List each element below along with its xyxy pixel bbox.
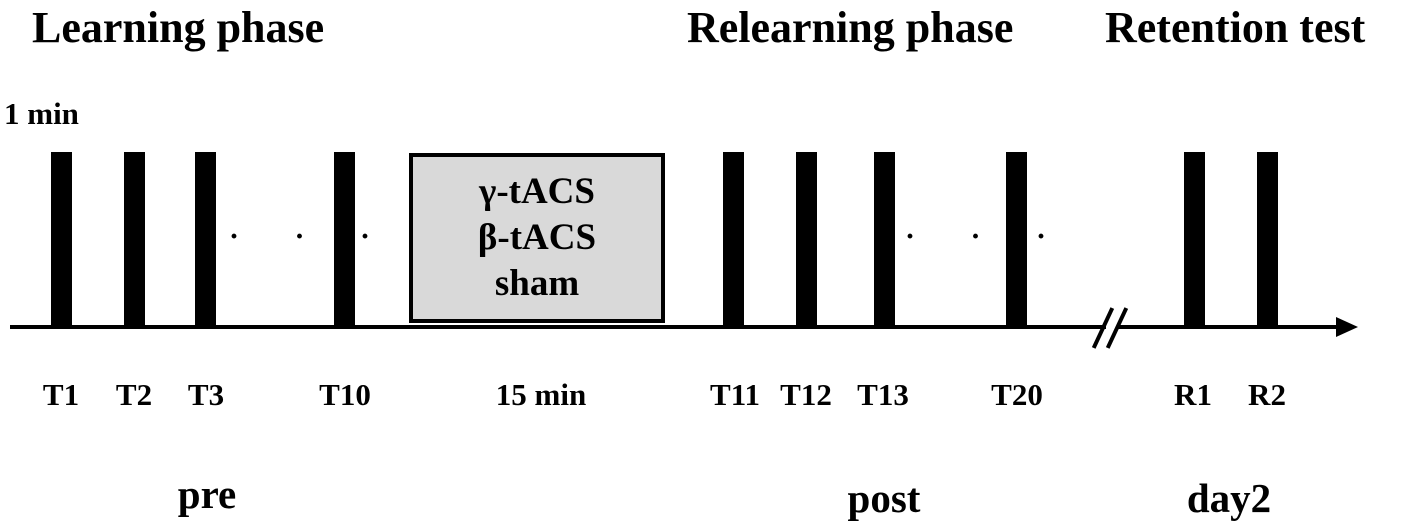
trial-bar-t1 [51, 152, 72, 328]
learning-phase-heading: Learning phase [32, 3, 325, 52]
stimulation-duration-label: 15 min [495, 377, 587, 412]
trial-bar-t13 [874, 152, 895, 328]
trial-label-t20: T20 [991, 377, 1043, 412]
group-label-post: post [847, 475, 921, 521]
stim-condition-sham: sham [494, 263, 580, 304]
trial-bar-t12 [796, 152, 817, 328]
group-label-pre: pre [177, 471, 237, 517]
trial-bar-r1 [1184, 152, 1205, 328]
trial-label-t13: T13 [857, 377, 909, 412]
timeline-axis-pre-break [10, 325, 1106, 329]
ellipsis-pre: · · · [229, 220, 395, 253]
trial-label-t3: T3 [187, 377, 225, 412]
trial-bar-t3 [195, 152, 216, 328]
trial-label-t11: T11 [710, 377, 760, 412]
trial-bar-t2 [124, 152, 145, 328]
stim-condition-beta: β-tACS [477, 217, 597, 258]
timeline-arrow-icon [1336, 317, 1358, 337]
trial-bar-t10 [334, 152, 355, 328]
relearning-phase-heading: Relearning phase [687, 3, 1014, 52]
trial-bar-t11 [723, 152, 744, 328]
trial-label-r1: R1 [1174, 377, 1212, 412]
timeline-axis-post-break [1118, 325, 1340, 329]
stim-condition-gamma: γ-tACS [479, 171, 595, 212]
trial-label-t12: T12 [780, 377, 832, 412]
trial-duration-label: 1 min [4, 96, 79, 131]
ellipsis-post: · · · [905, 220, 1071, 253]
group-label-day2: day2 [1186, 475, 1272, 521]
trial-bar-r2 [1257, 152, 1278, 328]
trial-label-t2: T2 [115, 377, 153, 412]
trial-bar-t20 [1006, 152, 1027, 328]
trial-label-t1: T1 [42, 377, 80, 412]
trial-label-t10: T10 [319, 377, 371, 412]
retention-test-heading: Retention test [1105, 3, 1366, 52]
stimulation-box: γ-tACS β-tACS sham [409, 153, 665, 323]
trial-label-r2: R2 [1248, 377, 1286, 412]
